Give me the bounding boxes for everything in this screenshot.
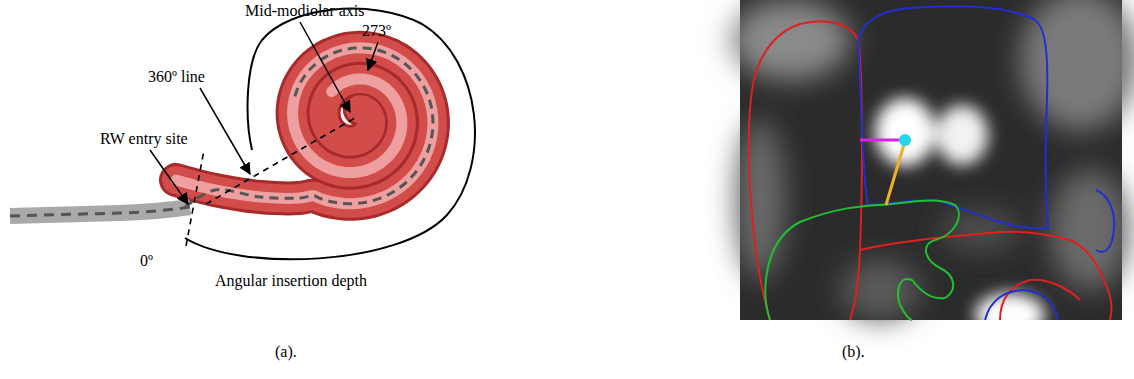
scala-tympani bbox=[176, 48, 433, 204]
leader-arrow bbox=[150, 150, 188, 204]
full-turn-line bbox=[206, 118, 355, 204]
ct-image bbox=[730, 0, 1134, 337]
callout-label: Mid-modiolar axis bbox=[245, 2, 365, 20]
callout-label: 273º bbox=[362, 22, 391, 40]
callout-label: (a). bbox=[275, 343, 297, 361]
electrode-array bbox=[185, 48, 433, 207]
callout-label: 360º line bbox=[148, 68, 205, 86]
leader-arrow bbox=[368, 42, 378, 70]
leader-arrow bbox=[200, 88, 250, 174]
cochlea-illustration bbox=[176, 48, 433, 204]
callout-label: 0º bbox=[140, 252, 153, 270]
electrode-contacts bbox=[10, 207, 190, 216]
insertion-depth-arc bbox=[185, 9, 475, 260]
electrode-inserted bbox=[185, 48, 433, 207]
zero-degree-line bbox=[186, 150, 204, 246]
electrode-lead bbox=[10, 207, 190, 216]
callout-label: (b). bbox=[842, 343, 865, 361]
leader-arrow bbox=[300, 22, 350, 112]
callout-label: RW entry site bbox=[100, 130, 188, 148]
cochlea-body bbox=[176, 48, 433, 204]
cochlea-outer bbox=[176, 48, 433, 204]
callout-label: Angular insertion depth bbox=[215, 272, 367, 290]
